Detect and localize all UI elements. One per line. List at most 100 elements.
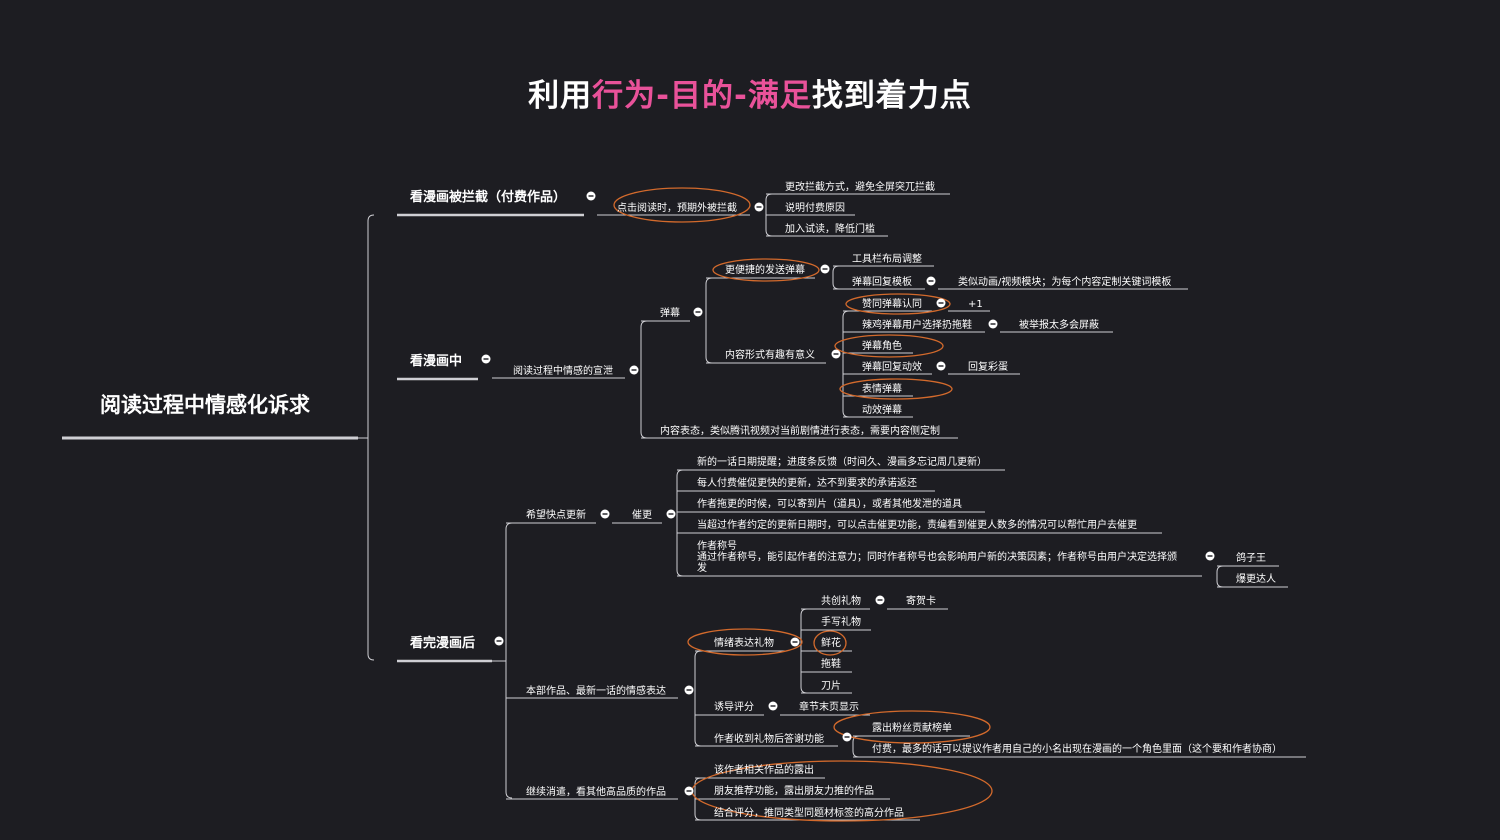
- collapse-toggle-b3a[interactable]: [600, 509, 610, 519]
- collapse-toggle-b3b2[interactable]: [768, 701, 778, 711]
- node-b2a: 阅读过程中情感的宣泄: [513, 364, 613, 377]
- collapse-toggle-b2[interactable]: [481, 354, 491, 364]
- branch-connector: [842, 310, 850, 418]
- node-b3b3b: 付费，最多的话可以提议作者用自己的小名出现在漫画的一个角色里面（这个要和作者协商…: [872, 742, 1282, 755]
- node-b2a1b2a: 被举报太多会屏蔽: [1019, 318, 1099, 331]
- node-b3b2: 诱导评分: [714, 700, 754, 713]
- highlight-ring-b3b3a: [833, 710, 991, 744]
- node-b2a1b4a: 回复彩蛋: [968, 360, 1008, 373]
- node-b3a: 希望快点更新: [526, 508, 586, 521]
- node-b3a1: 催更: [632, 508, 652, 521]
- highlight-circles: [613, 187, 993, 822]
- node-b3a1c: 作者拖更的时候，可以寄到片（道具），或者其他发泄的道具: [697, 497, 962, 510]
- collapse-toggle-b3b1a[interactable]: [875, 595, 885, 605]
- highlight-ring-b3b1: [687, 628, 803, 656]
- collapse-toggle-b3c[interactable]: [684, 786, 694, 796]
- highlight-ring-b2a1b1: [845, 293, 951, 315]
- node-b3a1e2: 爆更达人: [1236, 573, 1276, 585]
- collapse-toggle-b3b3[interactable]: [842, 732, 852, 742]
- collapse-toggle-b2a1b2[interactable]: [988, 319, 998, 329]
- branch-connector: [705, 277, 713, 364]
- collapse-toggle-b1[interactable]: [586, 191, 596, 201]
- node-b1a2: 说明付费原因: [785, 201, 845, 214]
- node-b3: 看完漫画后: [410, 635, 475, 651]
- node-b1a: 点击阅读时，预期外被拦截: [617, 201, 737, 214]
- collapse-toggle-b2a1b4[interactable]: [936, 361, 946, 371]
- collapse-toggle-b2a[interactable]: [629, 365, 639, 375]
- highlight-ring-b2a1a: [712, 258, 820, 282]
- node-b2a1a2: 弹幕回复模板: [852, 275, 912, 288]
- node-b1a1: 更改拦截方式，避免全屏突兀拦截: [785, 180, 935, 193]
- branch-connector: [1216, 565, 1224, 588]
- node-b3a1e1: 鸽子王: [1236, 551, 1266, 564]
- collapse-toggle-b2a1b1[interactable]: [936, 298, 946, 308]
- collapse-toggle-b2a1b[interactable]: [831, 349, 841, 359]
- branch-connector: [505, 522, 513, 799]
- node-b2a1b5: 表情弹幕: [862, 382, 902, 395]
- node-b2a1b1a: +1: [968, 299, 983, 310]
- node-b2a1b4: 弹幕回复动效: [862, 360, 922, 373]
- highlight-ring-b1a: [613, 187, 751, 223]
- root-node: 阅读过程中情感化诉求: [100, 393, 310, 417]
- branch-connector: [640, 320, 648, 439]
- node-b2a2: 内容表态，类似腾讯视频对当前剧情进行表态，需要内容侧定制: [660, 424, 940, 437]
- collapse-toggle-b3[interactable]: [494, 636, 504, 646]
- title-post: 找到着力点: [811, 78, 972, 114]
- node-b3b1a: 共创礼物: [821, 594, 861, 607]
- collapse-toggles: [481, 191, 1215, 796]
- node-b3c3: 结合评分，推同类型同题材标签的高分作品: [714, 806, 904, 819]
- branch-connector: [694, 650, 702, 747]
- node-b1: 看漫画被拦截（付费作品）: [410, 189, 566, 205]
- node-b3b1c: 鲜花: [821, 636, 841, 649]
- title-highlight: 行为-目的-满足: [592, 78, 812, 114]
- collapse-toggle-b3b1[interactable]: [790, 637, 800, 647]
- node-b3a1d: 当超过作者约定的更新日期时，可以点击催更功能，责编看到催更人数多的情况可以帮忙用…: [697, 518, 1137, 531]
- node-b3a1e-line2: 通过作者称号，能引起作者的注意力；同时作者称号也会影响用户新的决策因素；作者称号…: [697, 550, 1177, 563]
- node-b1a3: 加入试读，降低门槛: [785, 222, 875, 235]
- node-b3a1e-line3: 发: [697, 561, 707, 574]
- node-b2a1: 弹幕: [660, 306, 680, 319]
- node-b3a1e-line1: 作者称号: [697, 539, 737, 552]
- highlight-ring-b3b1c: [813, 630, 847, 656]
- node-b3a1a: 新的一话日期提醒；进度条反馈（时间久、漫画多忘记周几更新）: [697, 455, 987, 468]
- node-b2a1b3: 弹幕角色: [862, 339, 902, 352]
- node-b2a1b6: 动效弹幕: [862, 403, 902, 416]
- node-b3b1b: 手写礼物: [821, 615, 861, 628]
- branch-connector: [676, 469, 684, 577]
- node-b3b3a: 露出粉丝贡献榜单: [872, 721, 952, 734]
- node-b3b3: 作者收到礼物后答谢功能: [714, 732, 824, 745]
- node-b3b1: 情绪表达礼物: [714, 636, 774, 649]
- connector-lines: [62, 193, 1306, 821]
- node-b3b1a1: 寄贺卡: [906, 594, 936, 607]
- node-b3b: 本部作品、最新一话的情感表达: [526, 684, 666, 697]
- page-title: 利用行为-目的-满足找到着力点: [0, 70, 1500, 115]
- node-b3b2a: 章节末页显示: [799, 700, 859, 713]
- collapse-toggle-b3a1e[interactable]: [1205, 551, 1215, 561]
- title-pre: 利用: [528, 78, 593, 114]
- node-b2a1a2a: 类似动画/视频模块；为每个内容定制关键词模板: [958, 275, 1171, 288]
- collapse-toggle-b1a[interactable]: [754, 202, 764, 212]
- node-b2: 看漫画中: [410, 353, 462, 369]
- collapse-toggle-b3a1[interactable]: [666, 509, 676, 519]
- node-b2a1b2: 辣鸡弹幕用户选择扔拖鞋: [862, 318, 972, 331]
- node-b3c: 继续消遣，看其他高品质的作品: [526, 785, 666, 798]
- highlight-ring-b2a1b5: [839, 378, 953, 400]
- node-b3c2: 朋友推荐功能，露出朋友力推的作品: [714, 784, 874, 797]
- collapse-toggle-b2a1[interactable]: [693, 307, 703, 317]
- collapse-toggle-b3b[interactable]: [684, 685, 694, 695]
- node-b3b1e: 刀片: [821, 679, 841, 692]
- node-b3b1d: 拖鞋: [821, 657, 841, 670]
- node-b3a1b: 每人付费催促更快的更新，达不到要求的承诺返还: [697, 476, 917, 489]
- highlight-ring-b2a1b3: [834, 334, 944, 358]
- branch-connector: [832, 265, 840, 290]
- node-b2a1a1: 工具栏布局调整: [852, 252, 922, 265]
- collapse-toggle-b2a1a[interactable]: [820, 264, 830, 274]
- collapse-toggle-b2a1a2[interactable]: [926, 276, 936, 286]
- node-b2a1b1: 赞同弹幕认同: [862, 297, 922, 310]
- node-b2a1b: 内容形式有趣有意义: [725, 348, 815, 361]
- node-b3c1: 该作者相关作品的露出: [714, 763, 814, 776]
- branch-connector: [367, 214, 375, 661]
- node-b2a1a: 更便捷的发送弹幕: [725, 263, 805, 276]
